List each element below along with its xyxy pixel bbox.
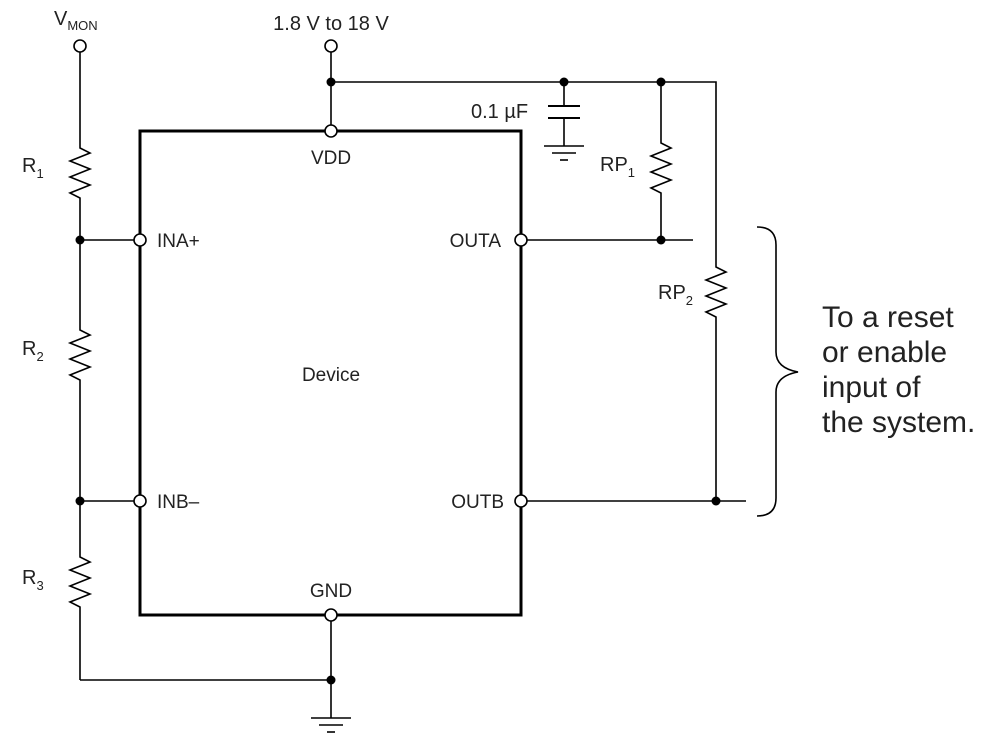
r3-resistor [67,552,93,680]
junction-dot [326,675,336,685]
junction-dot [656,77,666,87]
junction-dot [711,496,721,506]
outb-pin-label: OUTB [451,492,504,513]
rp1-resistor [648,82,674,240]
r2-label: R2 [22,338,44,364]
inb-pin [133,494,147,508]
inb-pin-label: INB– [157,492,200,513]
output-note-line-2: or enable [822,336,947,369]
junction-dot [326,77,336,87]
r1-resistor [67,140,93,240]
junction-dot [656,235,666,245]
device-name-label: Device [302,365,360,386]
junction-dot [559,77,569,87]
outb-pin [514,494,528,508]
vdd-range-label: 1.8 V to 18 V [273,13,389,35]
rp2-label: RP2 [658,282,693,308]
ina-pin [133,233,147,247]
r2-resistor [67,325,93,501]
junction-dot [75,496,85,506]
output-note-line-1: To a reset [822,301,954,334]
output-note-line-4: the system. [822,406,975,439]
r1-label: R1 [22,155,44,181]
junction-dot [75,235,85,245]
vmon-label: VMON [54,8,98,33]
gnd-pin [324,608,338,622]
rp2-resistor [703,262,729,501]
vmon-terminal [73,39,87,53]
rp1-label: RP1 [600,154,635,180]
vdd-rail [331,81,717,262]
vdd-terminal [324,39,338,53]
output-note-line-3: input of [822,371,921,404]
gnd-pin-label: GND [310,581,352,602]
vdd-pin [324,124,338,138]
ina-pin-label: INA+ [157,231,200,252]
outa-pin-label: OUTA [450,231,502,252]
vdd-pin-label: VDD [311,148,351,169]
output-brace [756,226,799,517]
r3-label: R3 [22,567,44,593]
capacitor-label: 0.1 µF [471,101,528,123]
outa-pin [514,233,528,247]
